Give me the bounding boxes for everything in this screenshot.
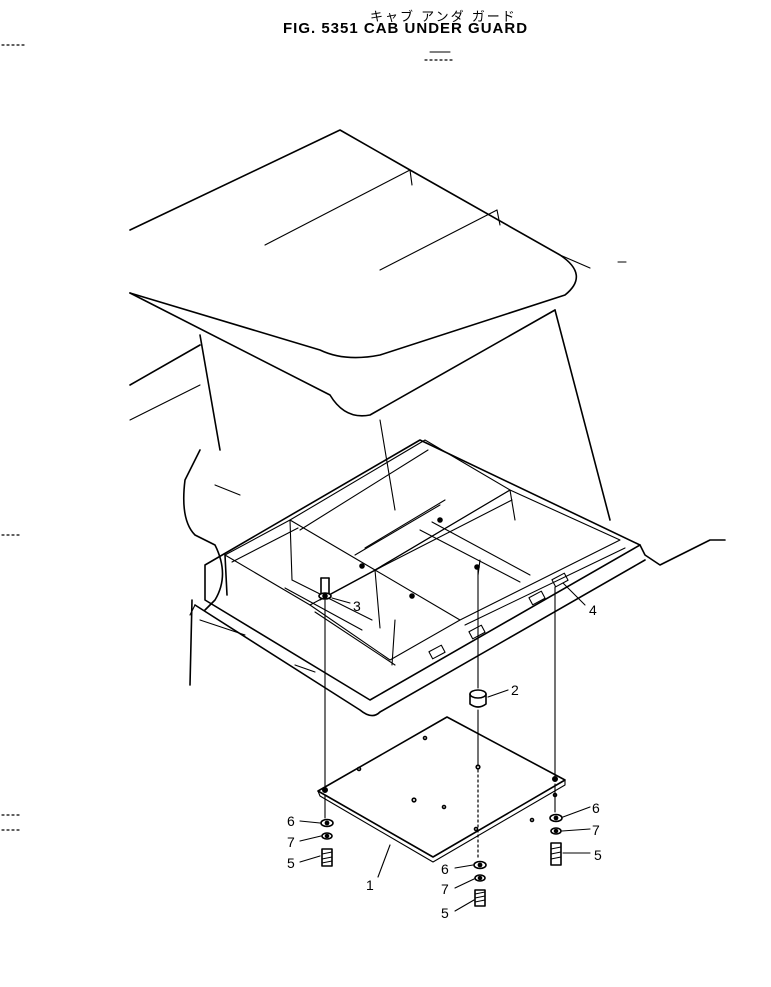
callout-5b: 5 — [441, 905, 449, 921]
callout-7a: 7 — [287, 834, 295, 850]
cab-frame — [224, 439, 626, 666]
callout-6b: 6 — [441, 861, 449, 877]
part-1-under-guard-plate — [317, 716, 566, 863]
fastener-stack-right — [549, 813, 563, 866]
leader-lines — [299, 582, 591, 912]
callout-6a: 6 — [287, 813, 295, 829]
callout-7b: 7 — [441, 881, 449, 897]
figure-title-japanese: キャブ アンダ ガード — [370, 10, 517, 25]
callout-2: 2 — [511, 682, 519, 698]
callout-3: 3 — [353, 598, 361, 614]
fastener-stack-left — [320, 818, 334, 867]
part-2-spacer — [469, 689, 487, 708]
cab-body — [129, 129, 726, 717]
callout-6c: 6 — [592, 800, 600, 816]
assembly-lines — [324, 564, 556, 859]
callout-5c: 5 — [594, 847, 602, 863]
callout-labels: 1 2 3 4 5 5 5 6 6 6 7 7 7 — [287, 598, 602, 921]
figure-title: FIG. 5351 CAB UNDER GUARD — [283, 20, 529, 37]
callout-4: 4 — [589, 602, 597, 618]
fastener-stack-center — [473, 860, 487, 907]
callout-1: 1 — [366, 877, 374, 893]
callout-5a: 5 — [287, 855, 295, 871]
part-3-bolt-upper — [318, 577, 332, 600]
scan-artifacts — [1, 44, 456, 831]
callout-7c: 7 — [592, 822, 600, 838]
